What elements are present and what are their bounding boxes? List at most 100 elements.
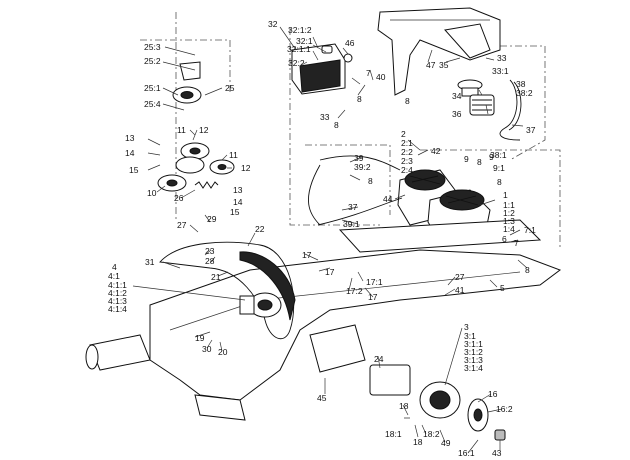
drive-motor-4 <box>239 292 282 318</box>
callout-32: 32 <box>268 19 278 29</box>
callout-18: 18 <box>399 401 409 411</box>
callout-37: 37 <box>526 125 536 135</box>
callout-32-1-1: 32:1:1 <box>287 44 311 54</box>
callout-20: 20 <box>218 347 228 357</box>
callout-3-1-1: 3:1:1 <box>464 339 483 349</box>
callout-4: 4 <box>112 262 117 272</box>
callout-labels: 32 32:1:2 32:1 32:1:1 46 32:2 7 40 47 35… <box>108 19 536 458</box>
callout-4-1-2: 4:1:2 <box>108 288 127 298</box>
callout-2-4: 2:4 <box>401 165 413 175</box>
callout-19: 19 <box>195 333 205 343</box>
callout-31: 31 <box>145 257 155 267</box>
callout-9: 9 <box>464 154 469 164</box>
spring-26 <box>194 181 219 189</box>
callout-1: 1 <box>503 190 508 200</box>
callout-33: 33 <box>320 112 330 122</box>
callout-29: 29 <box>207 214 217 224</box>
callout-11: 11 <box>177 125 186 135</box>
callout-27: 27 <box>177 220 187 230</box>
callout-1-2: 1:2 <box>503 208 515 218</box>
callout-8: 8 <box>525 265 530 275</box>
callout-28: 28 <box>205 256 215 266</box>
callout-13: 13 <box>125 133 135 143</box>
callout-27: 27 <box>455 272 465 282</box>
callout-30: 30 <box>202 344 212 354</box>
callout-35: 35 <box>439 60 449 70</box>
callout-14: 14 <box>125 148 135 158</box>
callout-21: 21 <box>211 272 221 282</box>
callout-11: 11 <box>229 150 238 160</box>
callout-2-1: 2:1 <box>401 138 413 148</box>
callout-6: 6 <box>502 234 507 244</box>
callout-44: 44 <box>383 194 393 204</box>
callout-8: 8 <box>357 94 362 104</box>
callout-8: 8 <box>405 96 410 106</box>
callout-4-1: 4:1 <box>108 271 120 281</box>
callout-25-4: 25:4 <box>144 99 161 109</box>
callout-33-1: 33:1 <box>492 66 509 76</box>
callout-17-2: 17:2 <box>346 286 363 296</box>
callout-34: 34 <box>452 91 462 101</box>
callout-9: 9 <box>489 152 494 162</box>
callout-47: 47 <box>426 60 436 70</box>
callout-3-1-2: 3:1:2 <box>464 347 483 357</box>
callout-45: 45 <box>317 393 327 403</box>
callout-8: 8 <box>497 177 502 187</box>
hydraulic-filter <box>457 79 495 116</box>
callout-26: 26 <box>174 193 184 203</box>
callout-25-3: 25:3 <box>144 42 161 52</box>
callout-5: 5 <box>500 283 505 293</box>
callout-8: 8 <box>477 157 482 167</box>
callout-38-1: 38:1 <box>490 150 507 160</box>
callout-18: 18 <box>413 437 423 447</box>
callout-4-1-1: 4:1:1 <box>108 280 127 290</box>
callout-25-1: 25:1 <box>144 83 161 93</box>
callout-38-2: 38:2 <box>516 88 533 98</box>
callout-42: 42 <box>431 146 441 156</box>
leader-lines <box>132 26 528 454</box>
callout-8: 8 <box>334 120 339 130</box>
callout-12: 12 <box>241 163 251 173</box>
callout-17: 17 <box>368 292 378 302</box>
callout-7-1: 7:1 <box>524 225 536 235</box>
callout-4-1-4: 4:1:4 <box>108 304 127 314</box>
callout-43: 43 <box>492 448 502 458</box>
callout-1-4: 1:4 <box>503 224 515 234</box>
callout-4-1-3: 4:1:3 <box>108 296 127 306</box>
callout-36: 36 <box>452 109 462 119</box>
callout-17-1: 17:1 <box>366 277 383 287</box>
callout-3-1-3: 3:1:3 <box>464 355 483 365</box>
callout-1-1: 1:1 <box>503 200 515 210</box>
callout-39: 39 <box>354 153 364 163</box>
callout-37: 37 <box>348 202 358 212</box>
callout-23: 23 <box>205 246 215 256</box>
callout-1-3: 1:3 <box>503 216 515 226</box>
callout-18-2: 18:2 <box>423 429 440 439</box>
idler-pulleys <box>157 61 235 192</box>
callout-7: 7 <box>366 68 371 78</box>
motor-mount <box>309 324 366 373</box>
callout-25-2: 25:2 <box>144 56 161 66</box>
callout-46: 46 <box>345 38 355 48</box>
callout-17: 17 <box>302 250 312 260</box>
callout-32-1: 32:1 <box>296 36 313 46</box>
callout-8: 8 <box>368 176 373 186</box>
callout-39-2: 39:2 <box>354 162 371 172</box>
callout-2: 2 <box>401 129 406 139</box>
callout-3: 3 <box>464 322 469 332</box>
callout-2-3: 2:3 <box>401 156 413 166</box>
callout-38: 38 <box>516 79 526 89</box>
callout-25: 25 <box>225 83 235 93</box>
callout-7: 7 <box>514 238 519 248</box>
callout-49: 49 <box>441 438 451 448</box>
callout-24: 24 <box>374 354 384 364</box>
callout-3-1-4: 3:1:4 <box>464 363 483 373</box>
callout-39-1: 39:1 <box>343 219 360 229</box>
callout-15: 15 <box>129 165 139 175</box>
callout-9-1: 9:1 <box>493 163 505 173</box>
callout-10: 10 <box>147 188 157 198</box>
rear-frame-bracket <box>377 7 501 96</box>
callout-13: 13 <box>233 185 243 195</box>
drive-belt <box>159 241 296 340</box>
